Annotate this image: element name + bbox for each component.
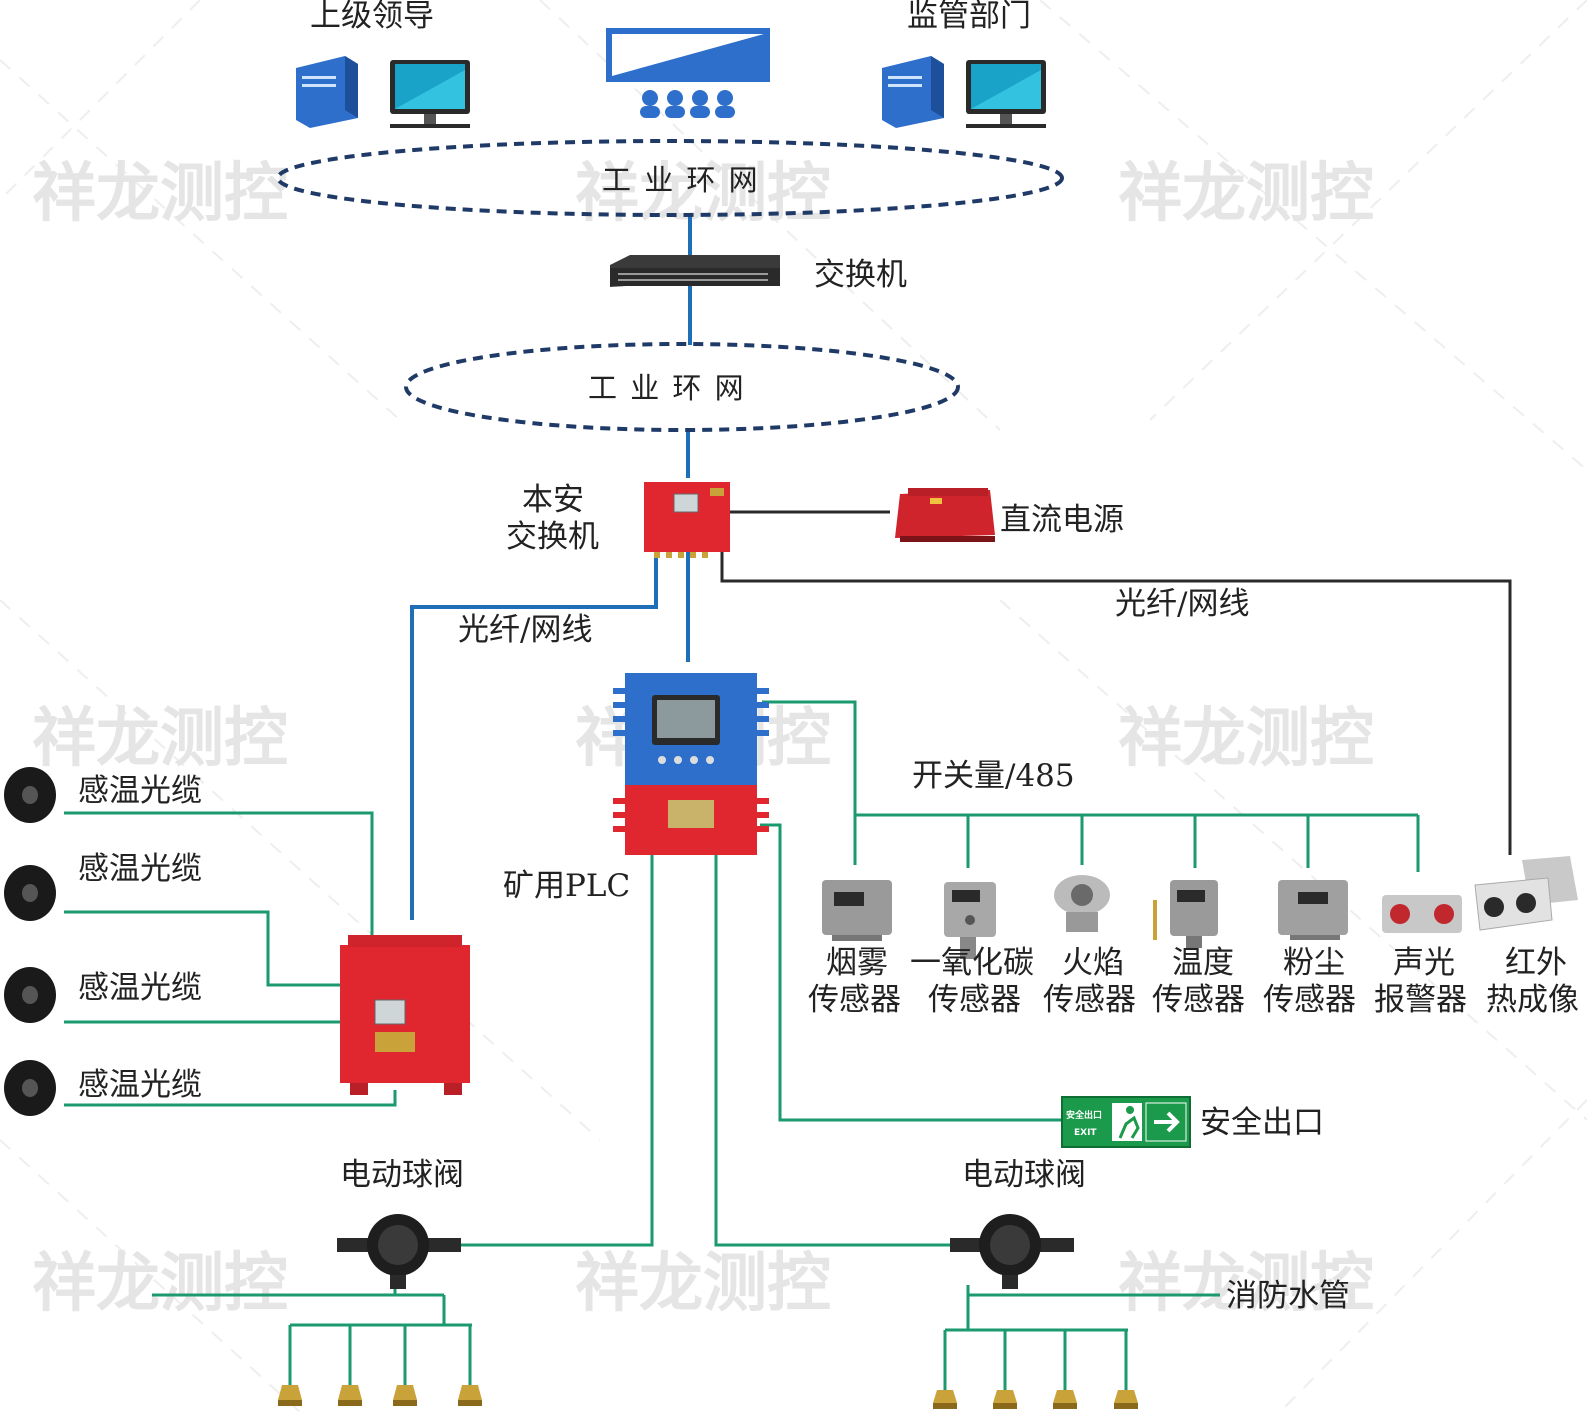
sensor-label-line2: 传感器 bbox=[928, 982, 1021, 1018]
sensor-label-line2: 传感器 bbox=[1043, 982, 1136, 1018]
plc-label: 矿用PLC bbox=[503, 868, 630, 904]
monitor-icon bbox=[966, 60, 1046, 128]
sensor-label-line1: 火焰 bbox=[1062, 945, 1124, 981]
server-icon bbox=[296, 56, 358, 128]
cable-label: 感温光缆 bbox=[78, 773, 202, 809]
exit-sign-cn: 安全出口 bbox=[1066, 1109, 1102, 1121]
sensor-label-line1: 烟雾 bbox=[826, 945, 888, 981]
bus-line-smoke bbox=[762, 700, 857, 865]
intrinsically-safe-switch bbox=[644, 482, 730, 558]
infrared-thermal-camera-icon bbox=[1474, 856, 1578, 931]
electric-ball-valve-icon bbox=[950, 1214, 1074, 1289]
display-wall-icon bbox=[606, 28, 770, 118]
sensor-label-line2: 传感器 bbox=[1152, 982, 1245, 1018]
watermark-text: 祥龙测控 bbox=[1118, 1247, 1374, 1321]
temperature-cable-reel-icon bbox=[4, 1060, 56, 1116]
sprinkler-head-icon bbox=[393, 1385, 417, 1406]
watermark-text: 祥龙测控 bbox=[32, 157, 288, 231]
temperature-cable-controller bbox=[340, 935, 470, 1095]
sprinkler-head-icon bbox=[278, 1385, 302, 1406]
mining-plc-cabinet bbox=[613, 673, 769, 855]
monitor-icon bbox=[390, 60, 470, 128]
watermark-text: 祥龙测控 bbox=[575, 1247, 831, 1321]
sprinkler-head-icon bbox=[338, 1385, 362, 1406]
sensor-label-line1: 一氧化碳 bbox=[910, 945, 1034, 981]
safe-switch-label-line2: 交换机 bbox=[506, 519, 599, 555]
temperature-cable-reel-icon bbox=[4, 767, 56, 823]
sensor-label-line1: 粉尘 bbox=[1283, 945, 1345, 981]
cable-label: 感温光缆 bbox=[78, 970, 202, 1006]
flame-sensor-icon bbox=[1054, 875, 1110, 932]
top-left-group-label: 上级领导 bbox=[310, 0, 434, 34]
exit-sign-label: 安全出口 bbox=[1200, 1105, 1324, 1141]
sensor-label-line2: 传感器 bbox=[1263, 982, 1356, 1018]
cable-label: 感温光缆 bbox=[78, 851, 202, 887]
watermarks: 祥龙测控 祥龙测控 祥龙测控 祥龙测控 祥龙测控 祥龙测控 祥龙测控 祥龙测控 … bbox=[32, 157, 1374, 1321]
lower-ring-label: 工 业 环 网 bbox=[588, 371, 746, 405]
fiber-label-right: 光纤/网线 bbox=[1115, 586, 1249, 622]
sprinkler-head-icon bbox=[933, 1390, 957, 1409]
audible-visual-alarm-icon bbox=[1382, 895, 1462, 933]
upper-ring-label: 工 业 环 网 bbox=[602, 163, 760, 197]
valve-line-left bbox=[452, 850, 654, 1247]
emergency-exit-sign: 安全出口 EXIT bbox=[1061, 1096, 1191, 1148]
valve-line-right bbox=[714, 850, 958, 1247]
sensor-label-line1: 声光 bbox=[1393, 945, 1455, 981]
safe-switch-label-line1: 本安 bbox=[522, 482, 584, 518]
top-right-group-label: 监管部门 bbox=[907, 0, 1031, 34]
sensor-label-line1: 温度 bbox=[1172, 945, 1234, 981]
lower-ring-network bbox=[404, 342, 960, 432]
bus-label: 开关量/485 bbox=[912, 758, 1075, 794]
watermark-text: 祥龙测控 bbox=[1118, 157, 1374, 231]
exit-line bbox=[760, 823, 1062, 1122]
valve-label: 电动球阀 bbox=[340, 1157, 464, 1193]
temperature-cable-reel-icon bbox=[4, 865, 56, 921]
fiber-label-left: 光纤/网线 bbox=[458, 612, 592, 648]
switch-label: 交换机 bbox=[814, 257, 907, 293]
fiber-line-left bbox=[410, 548, 658, 920]
cable-label: 感温光缆 bbox=[78, 1067, 202, 1103]
electric-ball-valve-icon bbox=[337, 1214, 461, 1289]
connection-lines bbox=[64, 215, 1512, 1390]
sprinkler-head-icon bbox=[458, 1385, 482, 1406]
temperature-sensor-icon bbox=[1153, 880, 1218, 948]
cable-line-2 bbox=[64, 910, 340, 987]
sensor-label-line1: 红外 bbox=[1505, 945, 1567, 981]
fiber-line-right bbox=[720, 548, 1512, 855]
watermark-text: 祥龙测控 bbox=[1118, 702, 1374, 776]
dc-power-supply-icon bbox=[895, 488, 995, 542]
sprinkler-head-icon bbox=[993, 1390, 1017, 1409]
dc-power-label: 直流电源 bbox=[1000, 502, 1124, 538]
watermark-text: 祥龙测控 bbox=[32, 702, 288, 776]
network-switch-icon bbox=[610, 255, 780, 287]
temperature-cable-reel-icon bbox=[4, 967, 56, 1023]
upper-ring-network bbox=[276, 139, 1064, 217]
sensor-label-line2: 报警器 bbox=[1374, 982, 1467, 1018]
sensor-label-line2: 热成像 bbox=[1486, 982, 1579, 1018]
dust-sensor-icon bbox=[1278, 880, 1348, 940]
watermark-text: 祥龙测控 bbox=[575, 157, 831, 231]
fire-pipe-label: 消防水管 bbox=[1226, 1278, 1350, 1314]
watermark-text: 祥龙测控 bbox=[32, 1247, 288, 1321]
exit-sign-en: EXIT bbox=[1074, 1128, 1097, 1138]
sprinkler-head-icon bbox=[1114, 1390, 1138, 1409]
cable-line-4 bbox=[64, 1090, 397, 1107]
sprinkler-head-icon bbox=[1053, 1390, 1077, 1409]
sensor-label-line2: 传感器 bbox=[808, 982, 901, 1018]
carbon-monoxide-sensor-icon bbox=[944, 882, 996, 959]
smoke-sensor-icon bbox=[822, 880, 892, 941]
cable-line-1 bbox=[64, 811, 374, 955]
valve-label: 电动球阀 bbox=[962, 1157, 1086, 1193]
server-icon bbox=[882, 56, 944, 128]
